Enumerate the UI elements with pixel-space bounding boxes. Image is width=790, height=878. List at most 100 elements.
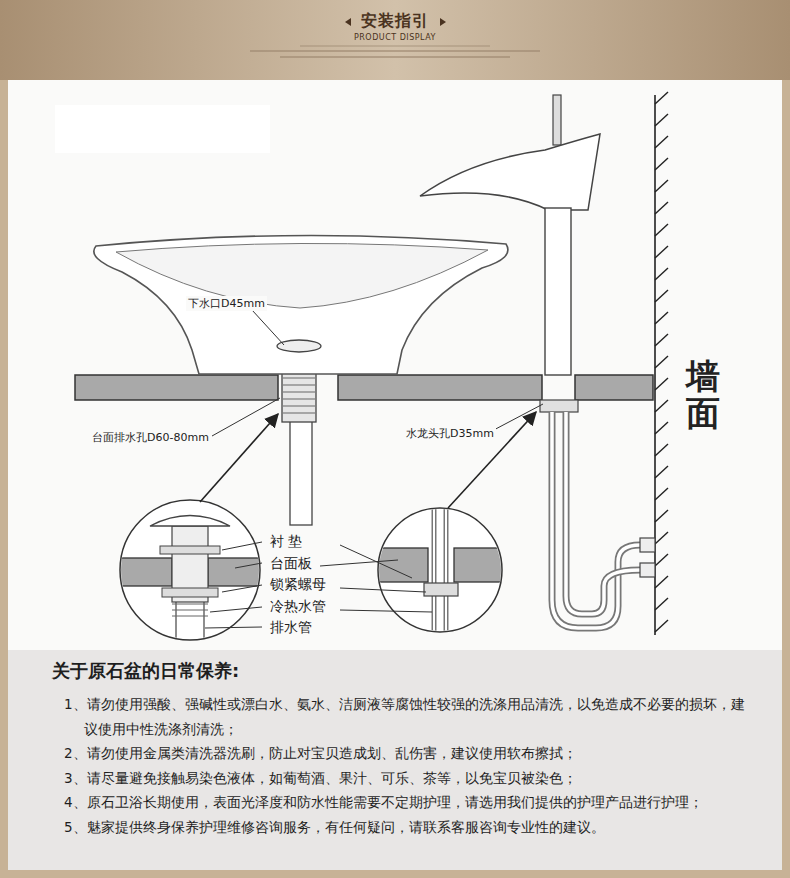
callout-leader [340,588,426,592]
callout-leader [205,542,432,628]
drain [283,385,315,386]
wall-hatching [655,532,668,544]
drain [283,399,315,400]
wall-hatching [655,268,668,280]
callout-leader [210,607,262,612]
wall-hatching [655,620,668,632]
detail-circle-left [160,546,220,554]
part-label: 台面板 [268,555,314,573]
detail-circle-left [176,600,204,650]
callout-leader [222,585,262,592]
detail-circle-left [150,516,230,527]
drain [283,392,315,393]
counter-slab [75,375,653,400]
callout-leader [340,610,432,612]
faucet [540,400,578,412]
header-band [440,18,446,26]
wall-hatching [655,224,668,236]
leader-line [252,310,284,345]
care-item: 5、魅家提供终身保养护理维修咨询服务，有任何疑问，请联系客服咨询专业性的建议。 [52,815,752,840]
wall-hatching [655,202,668,214]
wall-hatching [655,356,668,368]
water-hoses [552,412,655,628]
water-hoses [552,412,640,628]
leader-line [212,310,543,436]
detail-circle-right [378,508,502,632]
wall-label: 墙面 [686,358,720,433]
detail-circle-left [100,500,288,650]
header-band [300,46,490,47]
detail-circle-right [434,500,446,640]
water-hoses [566,412,640,614]
zoom-arrow [200,414,278,502]
water-hoses [640,538,655,552]
detail-circle-left [162,588,218,597]
care-panel-ground [8,650,782,870]
vessel-sink [116,243,488,308]
drain [283,378,315,413]
detail-circle-right [424,583,458,596]
faucet [420,95,600,412]
header-band [345,18,351,26]
callout-leader [320,560,398,566]
care-item: 1、请勿使用强酸、强碱性或漂白水、氨水、洁厕液等腐蚀性较强的洗涤用品清洗，以免造… [52,692,752,741]
counter-slab [575,375,653,400]
detail-circle-left [120,500,260,640]
detail-circle-right [370,500,514,640]
counter-slab [75,375,278,400]
detail-circle-right [370,500,514,640]
wall-hatching [655,422,668,434]
part-label: 衬 垫 [268,533,304,551]
wall-hatching [655,290,668,302]
leader-line [212,398,280,436]
wall-hatching [655,246,668,258]
care-item: 2、请勿使用金属类清洗器洗刷，防止对宝贝造成划、乱伤害，建议使用软布擦拭； [52,741,752,766]
faucet [420,134,600,210]
part-label: 锁紧螺母 [268,576,328,594]
page-title: 安装指引 [0,11,790,32]
care-panel: 关于原石盆的日常保养:1、请勿使用强酸、强碱性或漂白水、氨水、洁厕液等腐蚀性较强… [8,650,782,870]
part-label: 排水管 [268,619,314,637]
dimension-label: 台面排水孔D60-80mm [90,430,211,445]
wall-hatching [655,334,668,346]
dimension-label: 下水口D45mm [186,296,267,311]
water-hoses [640,563,655,577]
main-panel [8,80,782,650]
dimension-label: 水龙头孔D35mm [404,426,496,441]
drain [283,406,315,407]
wall [654,95,656,635]
main-panel [55,105,270,153]
vessel-sink [277,340,321,352]
detail-circle-left [172,604,208,616]
callout-leader [205,627,262,628]
wall-hatching [655,598,668,610]
wall-hatching [655,554,668,566]
detail-circle-right [434,500,446,640]
vessel-sink [94,235,508,374]
wall-hatching [655,576,668,588]
wall-hatching [655,378,668,390]
main-panel [8,80,782,650]
drain [282,350,316,525]
wall-hatching [655,312,668,324]
detail-circle-left [100,558,172,586]
wall-hatching [655,466,668,478]
wall [654,95,656,635]
part-label: 冷热水管 [268,598,328,616]
detail-circle-left [172,610,208,611]
callout-leader [222,542,262,550]
header-band [280,56,510,58]
care-item: 3、请尽量避免接触易染色液体，如葡萄酒、果汁、可乐、茶等，以免宝贝被染色； [52,766,752,791]
header-band [250,50,540,52]
wall-hatching [655,92,668,632]
water-hoses [566,412,640,614]
drain [283,378,315,379]
wall-hatching [655,488,668,500]
drain [283,413,315,414]
wall-hatching [655,180,668,192]
header-band [0,0,790,80]
header-band [0,0,790,80]
care-panel-ground [8,650,782,870]
wall-hatching [655,158,668,170]
vessel-sink [94,235,508,374]
